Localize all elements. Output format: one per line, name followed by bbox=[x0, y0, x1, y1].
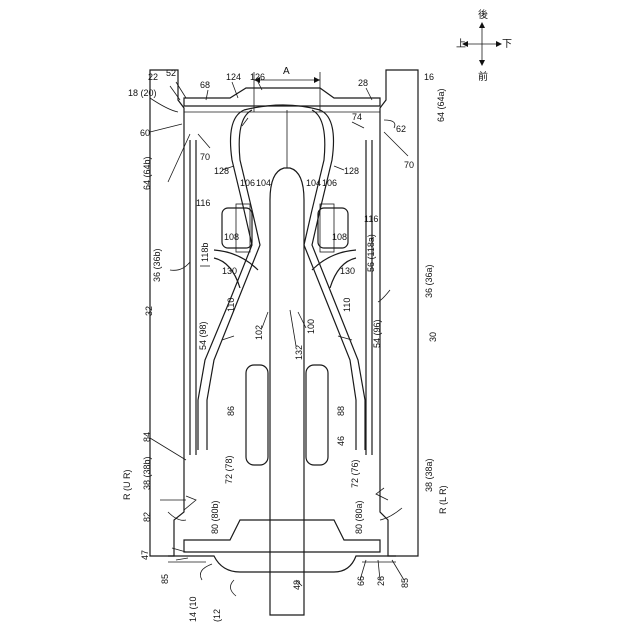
label-38-38b: 38 (38b) bbox=[142, 456, 152, 490]
leader-lines bbox=[150, 82, 408, 596]
compass-front-label: 前 bbox=[478, 70, 488, 83]
label-116-right: 116 bbox=[364, 214, 378, 224]
label-108-right: 108 bbox=[332, 232, 347, 242]
contact-spring bbox=[198, 105, 365, 450]
label-56-118a: 56 (118a) bbox=[366, 234, 376, 272]
label-130-right: 130 bbox=[340, 266, 355, 276]
orientation-compass bbox=[462, 22, 502, 66]
label-128-right: 128 bbox=[344, 166, 359, 176]
label-88: 88 bbox=[336, 406, 346, 416]
label-116-left: 116 bbox=[196, 198, 210, 208]
label-66: 66 bbox=[356, 576, 366, 586]
window-86 bbox=[246, 365, 268, 465]
label-R-UR: R (U R) bbox=[122, 470, 132, 501]
label-72-76: 72 (76) bbox=[350, 459, 360, 488]
label-106-right: 106 bbox=[322, 178, 337, 188]
label-104-right: 104 bbox=[306, 178, 321, 188]
label-54-96: 54 (96) bbox=[372, 319, 382, 348]
label-46: 46 bbox=[336, 436, 346, 446]
label-86: 86 bbox=[226, 406, 236, 416]
label-48: 48 bbox=[292, 580, 302, 590]
label-R-LR: R (L R) bbox=[438, 485, 448, 514]
label-64-64a: 64 (64a) bbox=[436, 88, 446, 122]
label-132: 132 bbox=[294, 345, 304, 360]
label-38-38a: 38 (38a) bbox=[424, 458, 434, 492]
label-126: 126 bbox=[250, 72, 265, 82]
label-110-left: 110 bbox=[226, 298, 236, 312]
label-16: 16 bbox=[424, 72, 434, 82]
label-84: 84 bbox=[142, 432, 152, 442]
dimension-a-label: A bbox=[283, 66, 290, 77]
label-85-right: 85 bbox=[400, 578, 410, 588]
label-22: 22 bbox=[148, 72, 158, 82]
label-70-right: 70 bbox=[404, 160, 414, 170]
label-64-64b: 64 (64b) bbox=[142, 156, 152, 190]
label-108-left: 108 bbox=[224, 232, 239, 242]
label-100: 100 bbox=[306, 319, 316, 334]
compass-back-label: 後 bbox=[478, 8, 488, 21]
label-47: 47 bbox=[140, 550, 150, 560]
label-124: 124 bbox=[226, 72, 241, 82]
label-52: 52 bbox=[166, 68, 176, 78]
label-85-left: 85 bbox=[160, 574, 170, 584]
label-60: 60 bbox=[140, 128, 150, 138]
label-70-left: 70 bbox=[200, 152, 210, 162]
label-80-80b: 80 (80b) bbox=[210, 500, 220, 534]
label-106-left: 106 bbox=[240, 178, 255, 188]
compass-up-label: 上 bbox=[456, 38, 466, 50]
label-104-left: 104 bbox=[256, 178, 271, 188]
label-54-98: 54 (98) bbox=[198, 321, 208, 350]
label-36-36b: 36 (36b) bbox=[152, 248, 162, 282]
label-12: (12 bbox=[212, 609, 222, 622]
label-26: 26 bbox=[376, 576, 386, 586]
right-housing-wall bbox=[380, 70, 418, 556]
label-110-right: 110 bbox=[342, 298, 352, 312]
label-72-78: 72 (78) bbox=[224, 455, 234, 484]
label-36-36a: 36 (36a) bbox=[424, 264, 434, 298]
label-102: 102 bbox=[254, 325, 264, 340]
window-88 bbox=[306, 365, 328, 465]
left-housing-wall bbox=[150, 70, 184, 556]
label-74: 74 bbox=[352, 112, 362, 122]
center-shaft bbox=[270, 168, 304, 615]
top-cap bbox=[184, 88, 380, 112]
label-80-80a: 80 (80a) bbox=[354, 500, 364, 534]
label-128-left: 128 bbox=[214, 166, 229, 176]
label-130-left: 130 bbox=[222, 266, 237, 276]
label-62: 62 bbox=[396, 124, 406, 134]
label-28: 28 bbox=[358, 78, 368, 88]
label-30: 30 bbox=[428, 332, 438, 342]
compass-down-label: 下 bbox=[502, 39, 512, 50]
label-68: 68 bbox=[200, 80, 210, 90]
right-contact-pad bbox=[318, 204, 348, 252]
label-14-10: 14 (10 bbox=[188, 596, 198, 622]
label-18-20: 18 (20) bbox=[128, 88, 157, 98]
label-32: 32 bbox=[144, 306, 154, 316]
label-82: 82 bbox=[142, 512, 152, 522]
label-118b: 118b bbox=[200, 243, 210, 262]
